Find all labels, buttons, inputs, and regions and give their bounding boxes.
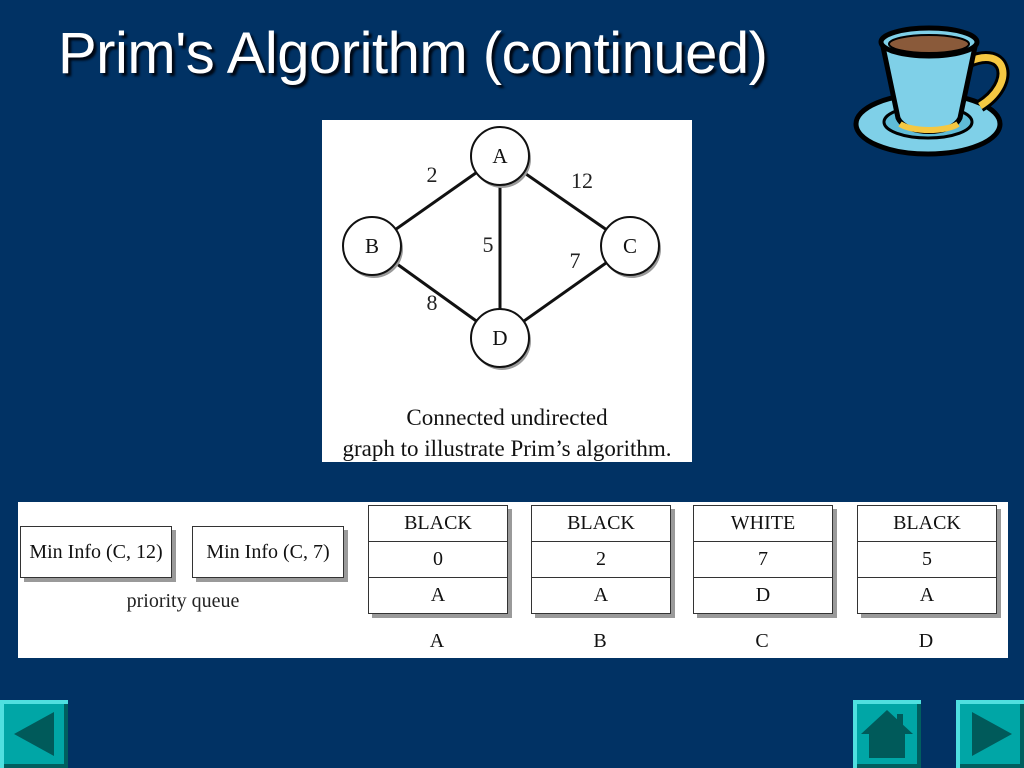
- vertex-color: BLACK: [858, 506, 996, 542]
- vertex-distance: 0: [369, 542, 507, 578]
- graph-node-a: [470, 126, 530, 186]
- vertex-color: WHITE: [694, 506, 832, 542]
- graph-diagram: 2 12 5 7 8 A B C D: [342, 126, 661, 370]
- edge-weight-label: 5: [483, 232, 494, 257]
- graph-node-label: C: [623, 234, 637, 258]
- pq-entry-1: Min Info (C, 12): [20, 526, 172, 578]
- vertex-record-c: WHITE 7 D: [693, 505, 833, 614]
- slide-title: Prim's Algorithm (continued): [58, 21, 768, 86]
- graph-node-d: [470, 308, 530, 368]
- vertex-distance: 5: [858, 542, 996, 578]
- vertex-parent: A: [919, 584, 935, 606]
- pq-entry-2: Min Info (C, 7): [192, 526, 344, 578]
- vertex-name-label: C: [755, 630, 769, 652]
- vertex-record-b: BLACK 2 A: [531, 505, 671, 614]
- left-triangle-icon: [14, 712, 54, 756]
- vertex-parent: A: [430, 584, 446, 606]
- vertex-record-d: BLACK 5 A: [857, 505, 997, 614]
- edge-weight-label: 12: [571, 168, 593, 193]
- graph-figure: 2 12 5 7 8 A B C D Connected undirected graph t…: [322, 120, 692, 462]
- vertex-color: BLACK: [369, 506, 507, 542]
- previous-slide-button[interactable]: [0, 700, 68, 768]
- graph-node-c: [600, 216, 660, 276]
- graph-caption-line-2: graph to illustrate Prim’s algorithm.: [342, 436, 672, 461]
- vertex-parent: D: [755, 584, 771, 606]
- vertex-name-label: D: [918, 630, 934, 652]
- next-slide-button[interactable]: [956, 700, 1024, 768]
- priority-queue-label: priority queue: [126, 590, 240, 612]
- state-figure: Min Info (C, 12) Min Info (C, 7) priorit…: [18, 502, 1008, 658]
- vertex-distance: 2: [532, 542, 670, 578]
- right-triangle-icon: [972, 712, 1012, 756]
- vertex-name-label: B: [593, 630, 607, 652]
- home-button[interactable]: [853, 700, 921, 768]
- edge-weight-label: 8: [427, 290, 438, 315]
- graph-node-label: D: [492, 326, 507, 350]
- graph-caption-line-1: Connected undirected: [406, 405, 608, 430]
- graph-node-b: [342, 216, 402, 276]
- vertex-name-label: A: [429, 630, 445, 652]
- vertex-color: BLACK: [532, 506, 670, 542]
- graph-node-label: A: [492, 144, 508, 168]
- vertex-parent: A: [593, 584, 609, 606]
- vertex-record-a: BLACK 0 A: [368, 505, 508, 614]
- coffee-cup-icon: [853, 25, 1010, 157]
- edge-weight-label: 2: [427, 162, 438, 187]
- coffee-cup-clipart: [848, 14, 1010, 164]
- graph-node-label: B: [365, 234, 379, 258]
- vertex-distance: 7: [694, 542, 832, 578]
- edge-weight-label: 7: [570, 248, 581, 273]
- house-icon: [861, 710, 913, 758]
